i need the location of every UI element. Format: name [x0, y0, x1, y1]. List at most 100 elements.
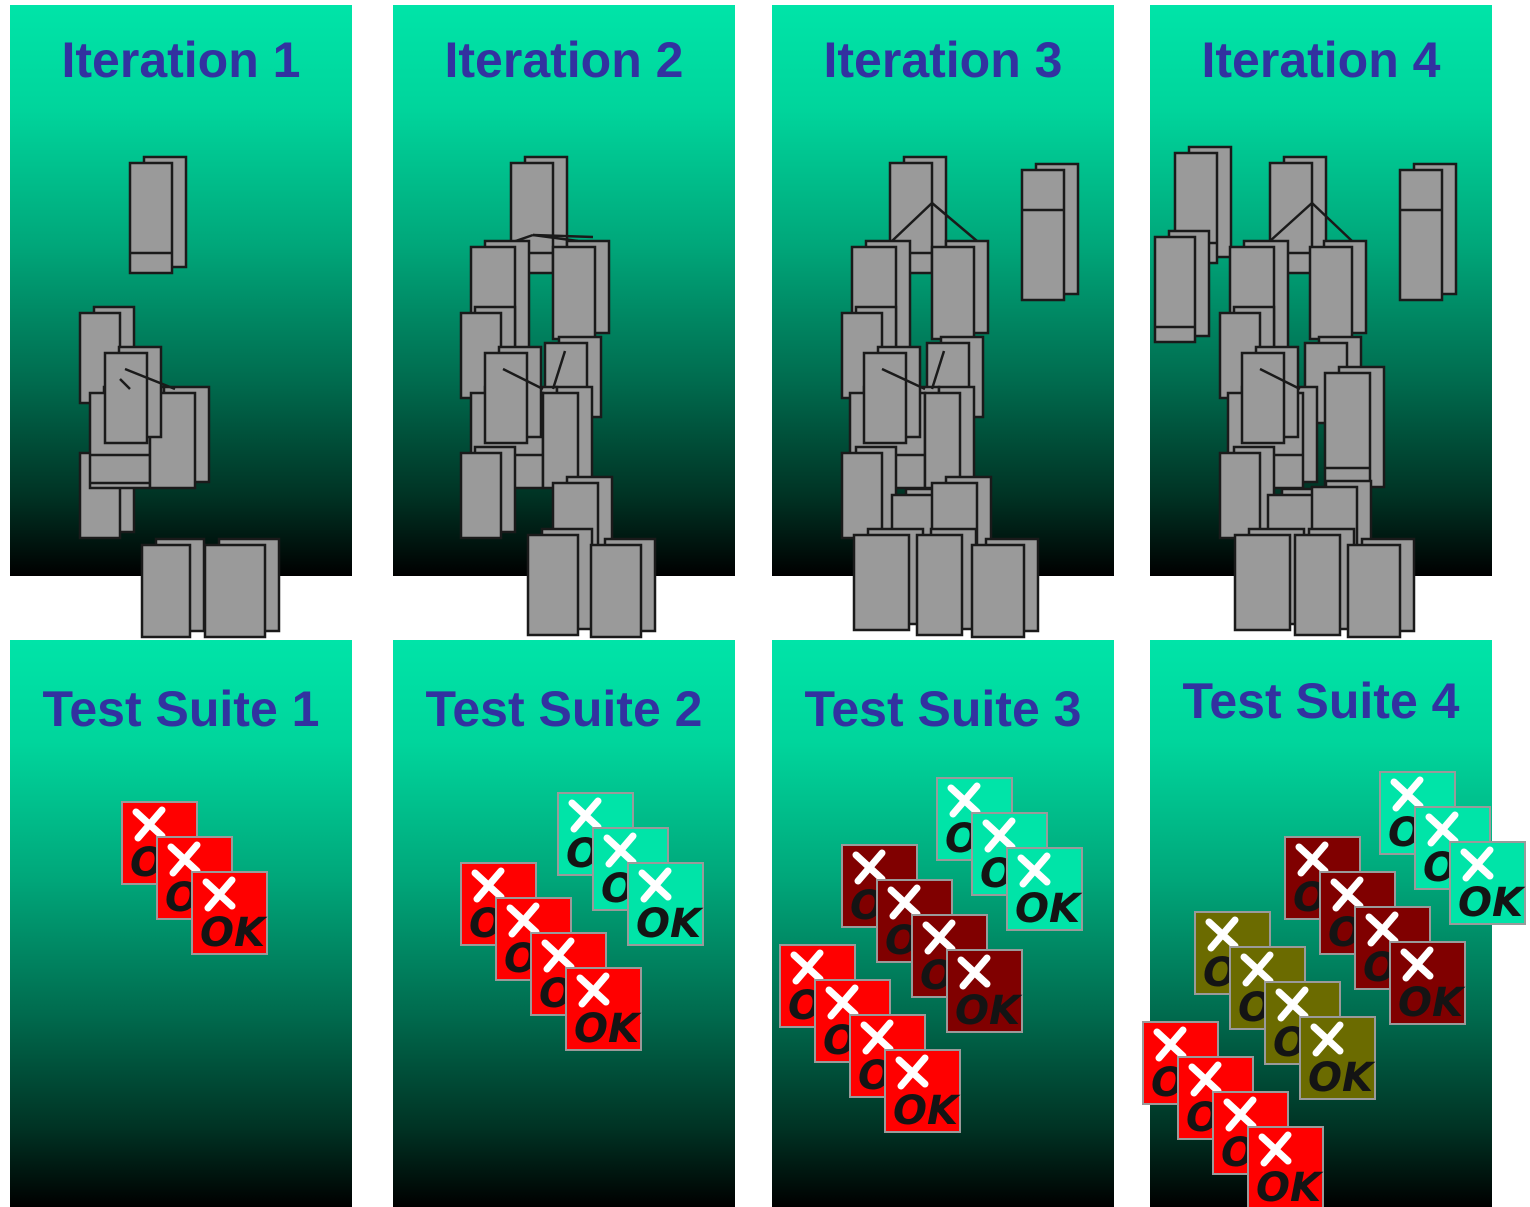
test-card: OK: [627, 862, 704, 947]
test-card-cross-mark: [1425, 811, 1459, 847]
test-suite-panel-2: Test Suite 2 OKOKOKOKOKOKOK: [393, 640, 735, 1207]
test-card: OK: [1389, 941, 1466, 1026]
test-suite-panel-4: Test Suite 4 OKOKOKOKOKOKOKOKOKOKOKOKOKO…: [1142, 640, 1526, 1207]
test-card-ok-label: OK: [200, 910, 268, 956]
test-card-ok-label: OK: [955, 988, 1023, 1034]
test-card-cross-mark: [887, 884, 921, 920]
component-block: [862, 345, 922, 445]
connector-line: [891, 202, 933, 242]
component-block: [1293, 527, 1356, 637]
test-suite-panel-3: Test Suite 3 OKOKOKOKOKOKOKOKOKOKOK: [772, 640, 1114, 1207]
system-diagram: [78, 155, 281, 639]
test-card: OK: [884, 1049, 961, 1134]
test-card-cross-mark: [1460, 846, 1494, 882]
component-block: [483, 345, 543, 445]
test-suite-title: Test Suite 2: [425, 681, 703, 737]
connector-line: [124, 367, 176, 391]
test-card-ok-label: OK: [1458, 880, 1526, 926]
test-card-cross-mark: [1330, 876, 1364, 912]
component-block: [1398, 162, 1458, 302]
test-card-cross-mark: [576, 972, 610, 1008]
test-card-ok-label: OK: [1308, 1055, 1376, 1101]
test-card-cross-mark: [471, 867, 505, 903]
test-card-cross-mark: [1390, 776, 1424, 812]
component-block: [970, 537, 1040, 639]
test-card-cross-mark: [638, 867, 672, 903]
connector-line: [881, 367, 926, 391]
test-card-ok-label: OK: [636, 901, 704, 947]
test-cards: OKOKOKOKOKOKOKOKOKOKOKOKOKOKOK: [1142, 771, 1526, 1207]
test-card-ok-label: OK: [1256, 1165, 1324, 1207]
component-block: [1020, 162, 1080, 302]
test-card-ok-label: OK: [1398, 980, 1466, 1026]
test-card: OK: [1299, 1016, 1376, 1101]
test-card-cross-mark: [957, 954, 991, 990]
component-block: [526, 527, 594, 637]
iteration-panel-3: Iteration 3: [772, 5, 1114, 639]
connector-line: [1269, 202, 1313, 242]
connector-line: [532, 233, 594, 239]
iteration-panel-2: Iteration 2: [393, 5, 735, 639]
system-diagram: [840, 155, 1080, 639]
test-suite-title: Test Suite 4: [1182, 673, 1460, 729]
test-card-cross-mark: [541, 937, 575, 973]
test-card-cross-mark: [790, 949, 824, 985]
component-block: [203, 537, 281, 639]
test-card-cross-mark: [947, 782, 981, 818]
test-card-cross-mark: [1240, 951, 1274, 987]
test-card-cross-mark: [506, 902, 540, 938]
connector-line: [931, 202, 978, 242]
test-card-ok-label: OK: [574, 1006, 642, 1052]
test-suite-title: Test Suite 1: [42, 681, 320, 737]
component-block: [140, 537, 206, 639]
component-block: [459, 445, 517, 540]
component-block: [915, 527, 978, 637]
connector-line: [119, 378, 131, 390]
test-card-cross-mark: [1223, 1096, 1257, 1132]
test-card-cross-mark: [167, 841, 201, 877]
test-card-cross-mark: [1153, 1026, 1187, 1062]
test-card-cross-mark: [1295, 841, 1329, 877]
test-cards: OKOKOKOKOKOKOKOKOKOKOK: [779, 777, 1083, 1134]
component-block: [1153, 229, 1211, 344]
iteration-title: Iteration 4: [1201, 32, 1441, 88]
test-card-cross-mark: [922, 919, 956, 955]
component-block: [852, 527, 925, 632]
iteration-title: Iteration 2: [444, 32, 684, 88]
test-card: OK: [946, 949, 1023, 1034]
test-card: OK: [191, 871, 268, 956]
connector-line: [930, 350, 946, 390]
component-block: [930, 239, 990, 341]
component-block: [840, 445, 898, 540]
test-card-ok-label: OK: [1015, 886, 1083, 932]
component-block: [1218, 445, 1276, 540]
test-card: OK: [1247, 1126, 1324, 1207]
component-block: [103, 345, 163, 445]
test-card-cross-mark: [825, 984, 859, 1020]
component-block: [589, 537, 657, 639]
component-block: [541, 385, 594, 490]
test-card-cross-mark: [202, 876, 236, 912]
test-card-cross-mark: [852, 849, 886, 885]
component-block: [1240, 345, 1300, 445]
iteration-panel-1: Iteration 1: [10, 5, 352, 639]
component-block: [1233, 527, 1306, 632]
test-card-cross-mark: [132, 806, 166, 842]
test-card-cross-mark: [1310, 1021, 1344, 1057]
test-card-cross-mark: [1275, 986, 1309, 1022]
test-card-cross-mark: [1365, 911, 1399, 947]
test-card: OK: [1449, 841, 1526, 926]
connector-line: [1311, 202, 1353, 242]
iteration-title: Iteration 1: [61, 32, 301, 88]
test-card-cross-mark: [568, 797, 602, 833]
connector-line: [1259, 367, 1301, 391]
component-block: [1323, 365, 1386, 495]
test-card-cross-mark: [603, 832, 637, 868]
test-suite-title: Test Suite 3: [804, 681, 1082, 737]
iteration-panel-4: Iteration 4: [1150, 5, 1492, 639]
connector-line: [551, 350, 567, 390]
component-block: [1308, 239, 1368, 341]
system-diagram: [459, 155, 657, 639]
